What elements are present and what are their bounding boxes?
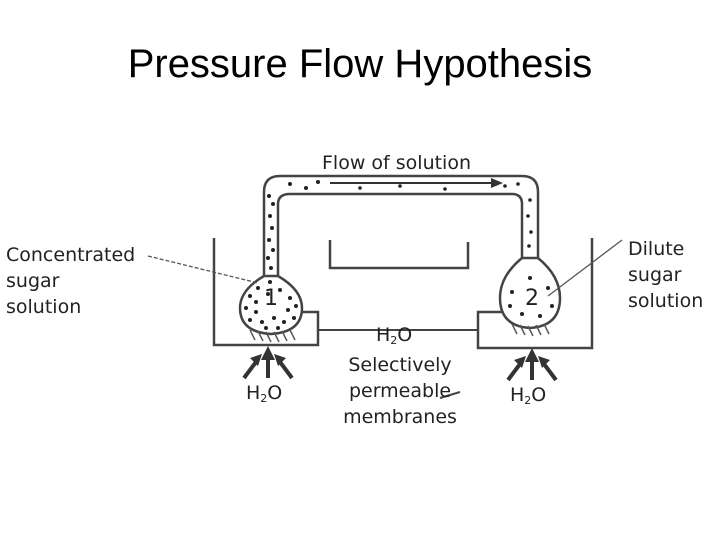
membrane-line-2: permeable — [348, 380, 452, 402]
water-right-label: H2O — [510, 384, 547, 407]
membrane-pointer — [439, 391, 461, 399]
bulb-left-number: 1 — [264, 286, 278, 311]
water-center-label: H2O — [376, 324, 413, 347]
water-left-label: H2O — [246, 382, 283, 405]
dilute-label: Dilute sugar solution — [628, 236, 703, 314]
water-arrows-left — [242, 346, 294, 380]
membrane-line-1: Selectively — [348, 354, 452, 376]
water-arrows-right — [506, 348, 558, 382]
membrane-label: Selectively permeable membranes — [337, 352, 463, 430]
bulb-left — [238, 274, 304, 336]
right-beaker — [476, 238, 594, 350]
flow-of-solution-label: Flow of solution — [322, 152, 472, 174]
dilute-line-3: solution — [628, 290, 704, 312]
flow-arrowhead — [491, 178, 503, 188]
connecting-tube-outer — [262, 174, 540, 278]
bulb-right-number: 2 — [525, 286, 539, 311]
concentrated-label: Concentrated sugar solution — [6, 242, 135, 320]
dilute-line-2: sugar — [628, 264, 682, 286]
concentrated-line-1: Concentrated — [6, 244, 136, 266]
leader-concentrated — [147, 255, 259, 284]
slide-title: Pressure Flow Hypothesis — [127, 42, 593, 86]
membrane-line-3: membranes — [343, 406, 457, 428]
connecting-tube-inner — [276, 192, 524, 278]
leader-dilute — [547, 239, 623, 297]
bulb-right — [498, 256, 562, 330]
membrane-left — [249, 329, 296, 343]
concentrated-line-3: solution — [6, 296, 82, 318]
center-divider — [317, 312, 479, 331]
membrane-right — [511, 323, 550, 337]
dilute-line-1: Dilute — [628, 238, 685, 260]
central-box — [328, 240, 470, 270]
concentrated-line-2: sugar — [6, 270, 60, 292]
sugar-particles — [244, 180, 554, 330]
